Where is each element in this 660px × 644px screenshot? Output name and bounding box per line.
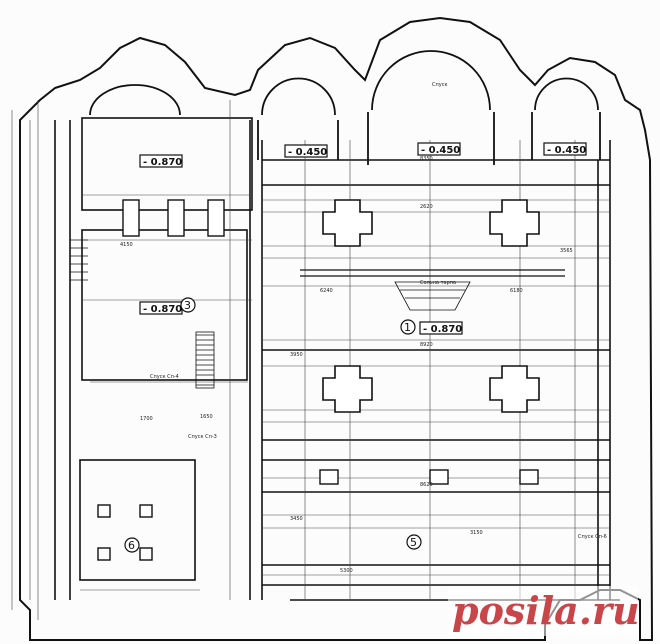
apse-arches [89, 50, 601, 165]
dim-0: 2620 [420, 204, 433, 210]
dim-9: 4150 [120, 242, 133, 248]
plan-notes: Спуск Сп-4 Спуск Сп-3 Спуск Сп-6 Спуск С… [150, 82, 607, 540]
dim-6: 3950 [290, 352, 303, 358]
outer-walls [19, 16, 654, 641]
elevation-nave-center: - 0.870 [423, 324, 462, 335]
room-1-label: 1 [404, 321, 411, 334]
watermark: posila.ru [448, 586, 640, 636]
elevation-apse-left: - 0.450 [288, 147, 327, 158]
room-3-label: 3 [184, 299, 191, 312]
elevation-markers: - 0.870 - 0.870 - 0.450 - 0.450 - 0.450 … [139, 142, 587, 335]
note-stairs-mid: Спуск Сп-3 [188, 434, 217, 440]
dim-1: 8920 [420, 342, 433, 348]
altar-line [300, 269, 565, 277]
elevation-left-upper: - 0.870 [143, 157, 182, 168]
dim-13: 8350 [420, 156, 433, 162]
room-markers [124, 297, 422, 553]
watermark-text: posila.ru [452, 588, 640, 633]
dim-12: 3150 [470, 530, 483, 536]
room-5-label: 5 [410, 536, 417, 549]
note-stairs-top: Спуск [432, 82, 448, 88]
dim-4: 6180 [510, 288, 523, 294]
internal-walls [54, 117, 620, 601]
note-altar: Сольна тарпа [420, 280, 456, 286]
dim-8: 5300 [340, 568, 353, 574]
room-6-label: 6 [128, 539, 135, 552]
elevation-apse-center: - 0.450 [421, 145, 460, 156]
dimension-numbers: 2620 8920 8620 6240 6180 3565 3950 1700 … [120, 156, 573, 574]
dim-3: 6240 [320, 288, 333, 294]
note-stairs-left: Спуск Сп-4 [150, 374, 179, 380]
dim-11: 1650 [200, 414, 213, 420]
dim-2: 8620 [420, 482, 433, 488]
pillars [97, 199, 539, 561]
note-stairs-right: Спуск Сп-6 [578, 534, 607, 540]
elevation-left-middle: - 0.870 [143, 304, 182, 315]
cross-piers [322, 199, 540, 413]
room-numbers: 1 3 5 6 [128, 299, 417, 552]
dim-10: 3450 [290, 516, 303, 522]
dim-7: 1700 [140, 416, 153, 422]
stairs [70, 239, 471, 389]
dim-5: 3565 [560, 248, 573, 254]
elevation-apse-right: - 0.450 [547, 145, 586, 156]
dimension-lines [11, 100, 610, 620]
